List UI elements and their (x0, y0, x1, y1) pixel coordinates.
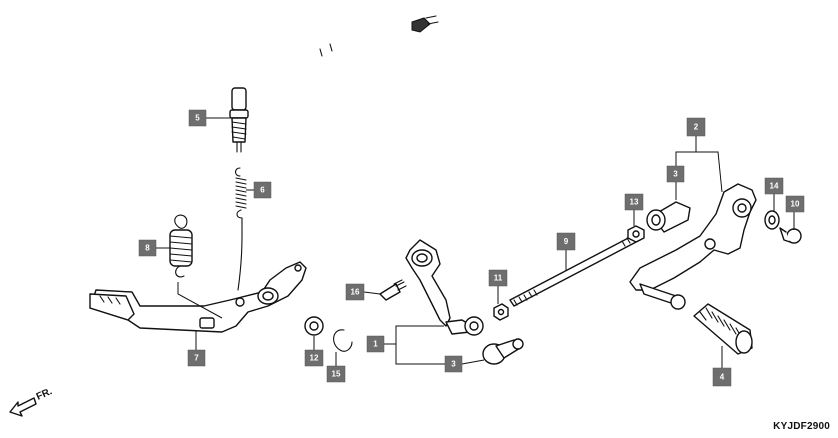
leader-lines (156, 117, 795, 368)
callout-13: 13 (624, 193, 644, 211)
svg-text:4: 4 (720, 373, 725, 382)
svg-text:16: 16 (351, 288, 360, 297)
callout-11: 11 (488, 269, 508, 287)
washer (304, 316, 324, 336)
svg-text:3: 3 (451, 360, 456, 369)
gearshift-pedal (629, 183, 757, 310)
brake-pedal (89, 261, 307, 333)
callout-5: 5 (188, 109, 207, 127)
callout-12: 12 (304, 349, 324, 367)
callout-6: 6 (253, 181, 272, 199)
front-direction-arrow: FR. (9, 386, 54, 417)
callout-16: 16 (345, 283, 365, 301)
callout-1: 1 (366, 335, 385, 353)
svg-text:14: 14 (770, 182, 779, 191)
brake-switch-spring (234, 167, 247, 291)
callout-7: 7 (187, 349, 206, 367)
svg-text:8: 8 (145, 244, 150, 253)
pedal-pivot-bolt (779, 227, 802, 244)
svg-text:12: 12 (310, 354, 319, 363)
callout-8: 8 (138, 239, 157, 257)
callout-2: 2 (686, 117, 706, 137)
callout-14: 14 (764, 177, 784, 195)
diagram-code: KYJDF2900 (773, 421, 830, 432)
hex-nut (627, 225, 645, 243)
svg-text:1: 1 (373, 340, 378, 349)
svg-text:15: 15 (332, 370, 341, 379)
callout-4: 4 (712, 367, 732, 387)
svg-text:10: 10 (791, 200, 800, 209)
svg-text:5: 5 (195, 114, 200, 123)
snap-clip (333, 329, 353, 352)
pedal-washer (764, 210, 780, 230)
upper-rod-joint (646, 201, 691, 233)
gearshift-arm (405, 239, 484, 336)
svg-text:9: 9 (564, 237, 569, 246)
gearshift-pedal-rubber (693, 303, 753, 355)
svg-text:7: 7 (194, 354, 199, 363)
brake-pedal-return-spring (169, 214, 193, 278)
tie-rod-joint (482, 338, 524, 365)
brake-light-switch (229, 87, 249, 153)
callout-10: 10 (785, 195, 805, 213)
svg-text:2: 2 (694, 123, 699, 132)
front-label: FR. (35, 386, 54, 403)
callout-9: 9 (556, 232, 576, 251)
callout-3-upper: 3 (666, 165, 685, 183)
callout-15: 15 (326, 365, 346, 383)
lock-nut (493, 303, 509, 321)
callout-3-lower: 3 (444, 355, 463, 373)
svg-text:11: 11 (494, 274, 503, 283)
brake-switch-wire (235, 15, 439, 94)
svg-text:13: 13 (630, 198, 639, 207)
svg-text:6: 6 (260, 186, 265, 195)
svg-text:3: 3 (673, 170, 678, 179)
flange-bolt (379, 279, 407, 301)
